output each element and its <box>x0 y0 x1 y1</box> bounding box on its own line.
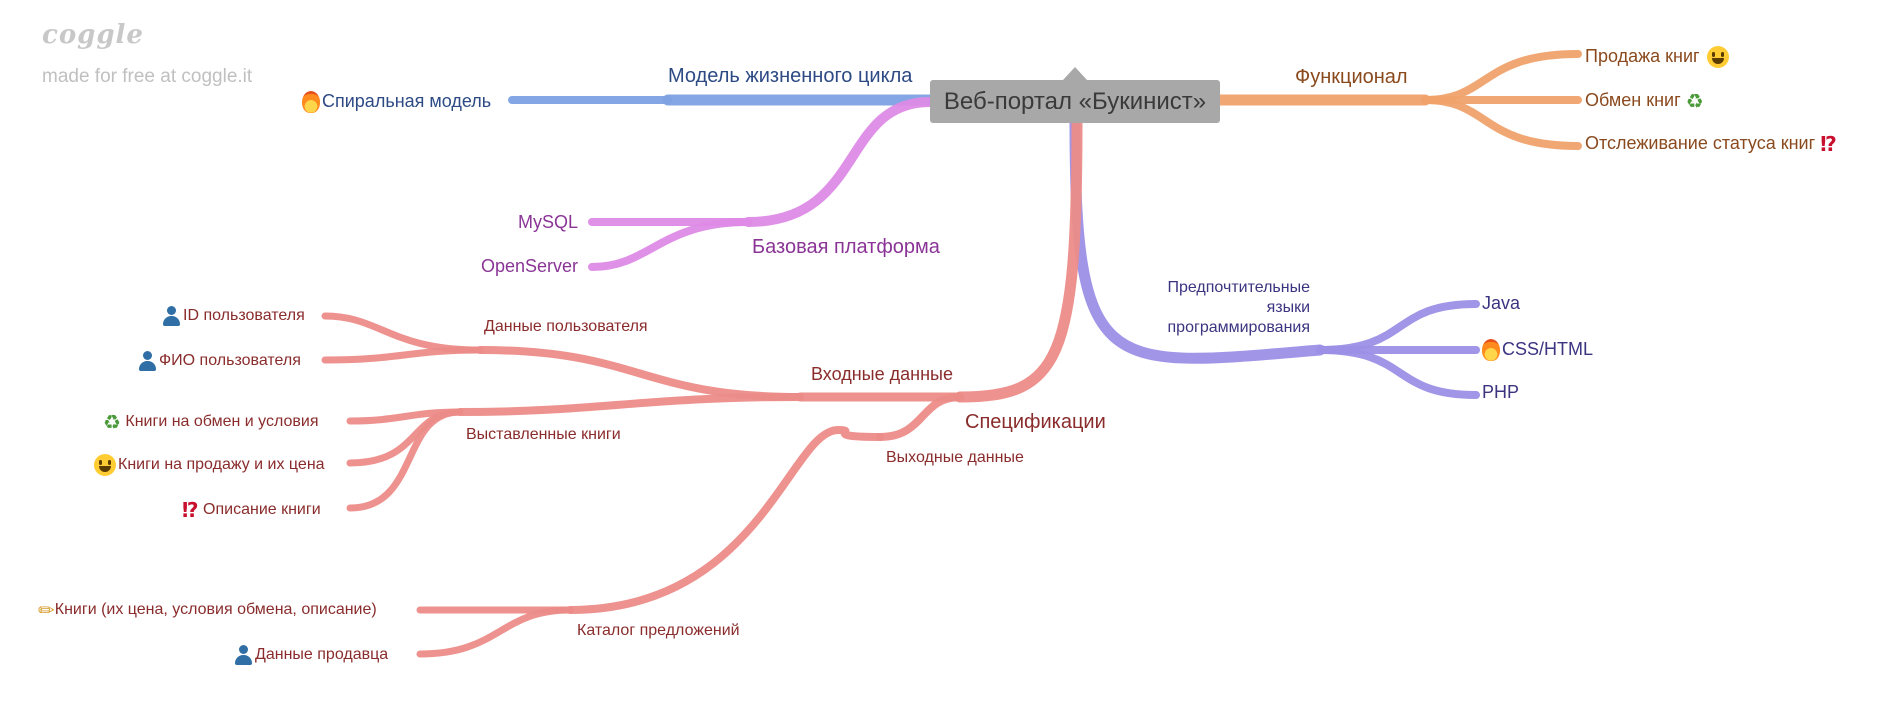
node-book-exchange[interactable]: Обмен книг ♻ <box>1585 91 1704 111</box>
coggle-logo: coggle <box>42 20 144 50</box>
node-book-description[interactable]: ⁉ Описание книги <box>182 500 321 520</box>
node-mysql-label: MySQL <box>518 212 579 232</box>
node-catalog-books-label: Книги (их цена, условия обмена, описание… <box>54 601 377 619</box>
node-seller-data-label: Данные продавца <box>255 646 389 664</box>
fire-icon <box>1482 339 1500 361</box>
node-java-label: Java <box>1482 293 1521 313</box>
node-specifications[interactable]: Спецификации <box>965 412 1106 432</box>
node-books-exchange-terms-label: Книги на обмен и условия <box>125 413 319 431</box>
node-books-exchange-terms[interactable]: ♻ Книги на обмен и условия <box>103 412 319 432</box>
recycle-icon: ♻ <box>1685 89 1704 114</box>
edge-java <box>1316 300 1480 354</box>
edge-description <box>346 408 464 512</box>
node-offer-catalog[interactable]: Каталог предложений <box>577 623 740 639</box>
node-user-data[interactable]: Данные пользователя <box>484 319 648 335</box>
node-book-sale-label: Продажа книг <box>1585 45 1700 66</box>
node-preferred-languages[interactable]: Предпочтительные языки программирования <box>1140 278 1310 338</box>
smile-icon <box>94 454 116 476</box>
edge-user-data <box>476 346 804 401</box>
node-books-for-sale-price[interactable]: Книги на продажу и их цена <box>92 454 325 476</box>
node-openserver[interactable]: OpenServer <box>481 257 578 275</box>
pencil-icon: ✏ <box>38 598 55 622</box>
node-output-data[interactable]: Выходные данные <box>886 450 1024 466</box>
smile-icon <box>1706 46 1729 68</box>
node-catalog-books[interactable]: ✏Книги (их цена, условия обмена, описани… <box>38 600 377 620</box>
node-functional[interactable]: Функционал <box>1295 67 1408 87</box>
edge-openserver <box>588 218 752 271</box>
node-base-platform-label: Базовая платформа <box>752 236 940 258</box>
node-seller-data[interactable]: Данные продавца <box>234 645 388 665</box>
node-php-label: PHP <box>1482 382 1520 402</box>
root-label: Веб-портал «Букинист» <box>943 87 1207 115</box>
edge-user-id <box>321 312 484 354</box>
node-css-html-label: CSS/HTML <box>1502 338 1594 359</box>
node-user-id-label: ID пользователя <box>183 307 305 325</box>
node-css-html[interactable]: CSS/HTML <box>1482 339 1593 361</box>
node-books-for-sale-price-label: Книги на продажу и их цена <box>118 456 325 474</box>
edge-user-fullname <box>321 346 484 364</box>
node-user-id[interactable]: ID пользователя <box>162 306 305 326</box>
node-spiral-model[interactable]: Спиральная модель <box>302 91 491 113</box>
node-book-description-label: Описание книги <box>203 501 321 519</box>
node-user-data-label: Данные пользователя <box>484 318 648 335</box>
edge-specs <box>954 114 1083 403</box>
node-book-exchange-label: Обмен книг <box>1585 90 1681 110</box>
node-offer-catalog-label: Каталог предложений <box>577 622 740 639</box>
recycle-icon: ♻ <box>103 410 121 434</box>
node-spiral-model-label: Спиральная модель <box>322 90 492 111</box>
node-java[interactable]: Java <box>1482 294 1520 312</box>
node-preferred-languages-line-1: Предпочтительные <box>1167 279 1310 296</box>
edge-catalog <box>566 425 884 614</box>
node-preferred-languages-line-3: программирования <box>1167 319 1310 336</box>
node-functional-label: Функционал <box>1295 66 1408 88</box>
node-specifications-label: Спецификации <box>965 411 1106 433</box>
edge-php <box>1316 346 1480 399</box>
alert-icon: ⁉ <box>1820 132 1837 157</box>
edge-sale <box>1421 50 1582 104</box>
node-openserver-label: OpenServer <box>481 256 579 276</box>
node-preferred-languages-line-2: языки <box>1266 299 1310 316</box>
edge-listed <box>456 393 804 416</box>
node-input-data[interactable]: Входные данные <box>811 365 953 383</box>
edge-seller <box>416 606 574 658</box>
fire-icon <box>302 91 320 113</box>
edge-status <box>1421 96 1582 150</box>
node-book-sale[interactable]: Продажа книг <box>1585 46 1731 68</box>
node-output-data-label: Выходные данные <box>886 449 1024 466</box>
node-lifecycle-model[interactable]: Модель жизненного цикла <box>668 66 912 86</box>
node-base-platform[interactable]: Базовая платформа <box>752 237 940 257</box>
node-listed-books[interactable]: Выставленные книги <box>466 427 621 443</box>
node-php[interactable]: PHP <box>1482 383 1519 401</box>
edge-output <box>876 393 964 441</box>
node-user-fullname-label: ФИО пользователя <box>159 352 301 370</box>
alert-icon: ⁉ <box>182 498 199 522</box>
node-book-status-tracking[interactable]: Отслеживание статуса книг ⁉ <box>1585 134 1837 154</box>
node-listed-books-label: Выставленные книги <box>466 426 621 443</box>
node-input-data-label: Входные данные <box>811 364 953 384</box>
node-user-fullname[interactable]: ФИО пользователя <box>138 351 301 371</box>
user-icon <box>138 351 156 371</box>
user-icon <box>234 645 252 665</box>
node-book-status-tracking-label: Отслеживание статуса книг <box>1585 133 1816 153</box>
root-node[interactable]: Веб-портал «Букинист» <box>930 67 1220 123</box>
node-mysql[interactable]: MySQL <box>518 213 578 231</box>
edge-platform <box>743 97 935 227</box>
coggle-tagline[interactable]: made for free at coggle.it <box>42 66 253 87</box>
user-icon <box>162 306 180 326</box>
node-lifecycle-model-label: Модель жизненного цикла <box>668 65 913 87</box>
